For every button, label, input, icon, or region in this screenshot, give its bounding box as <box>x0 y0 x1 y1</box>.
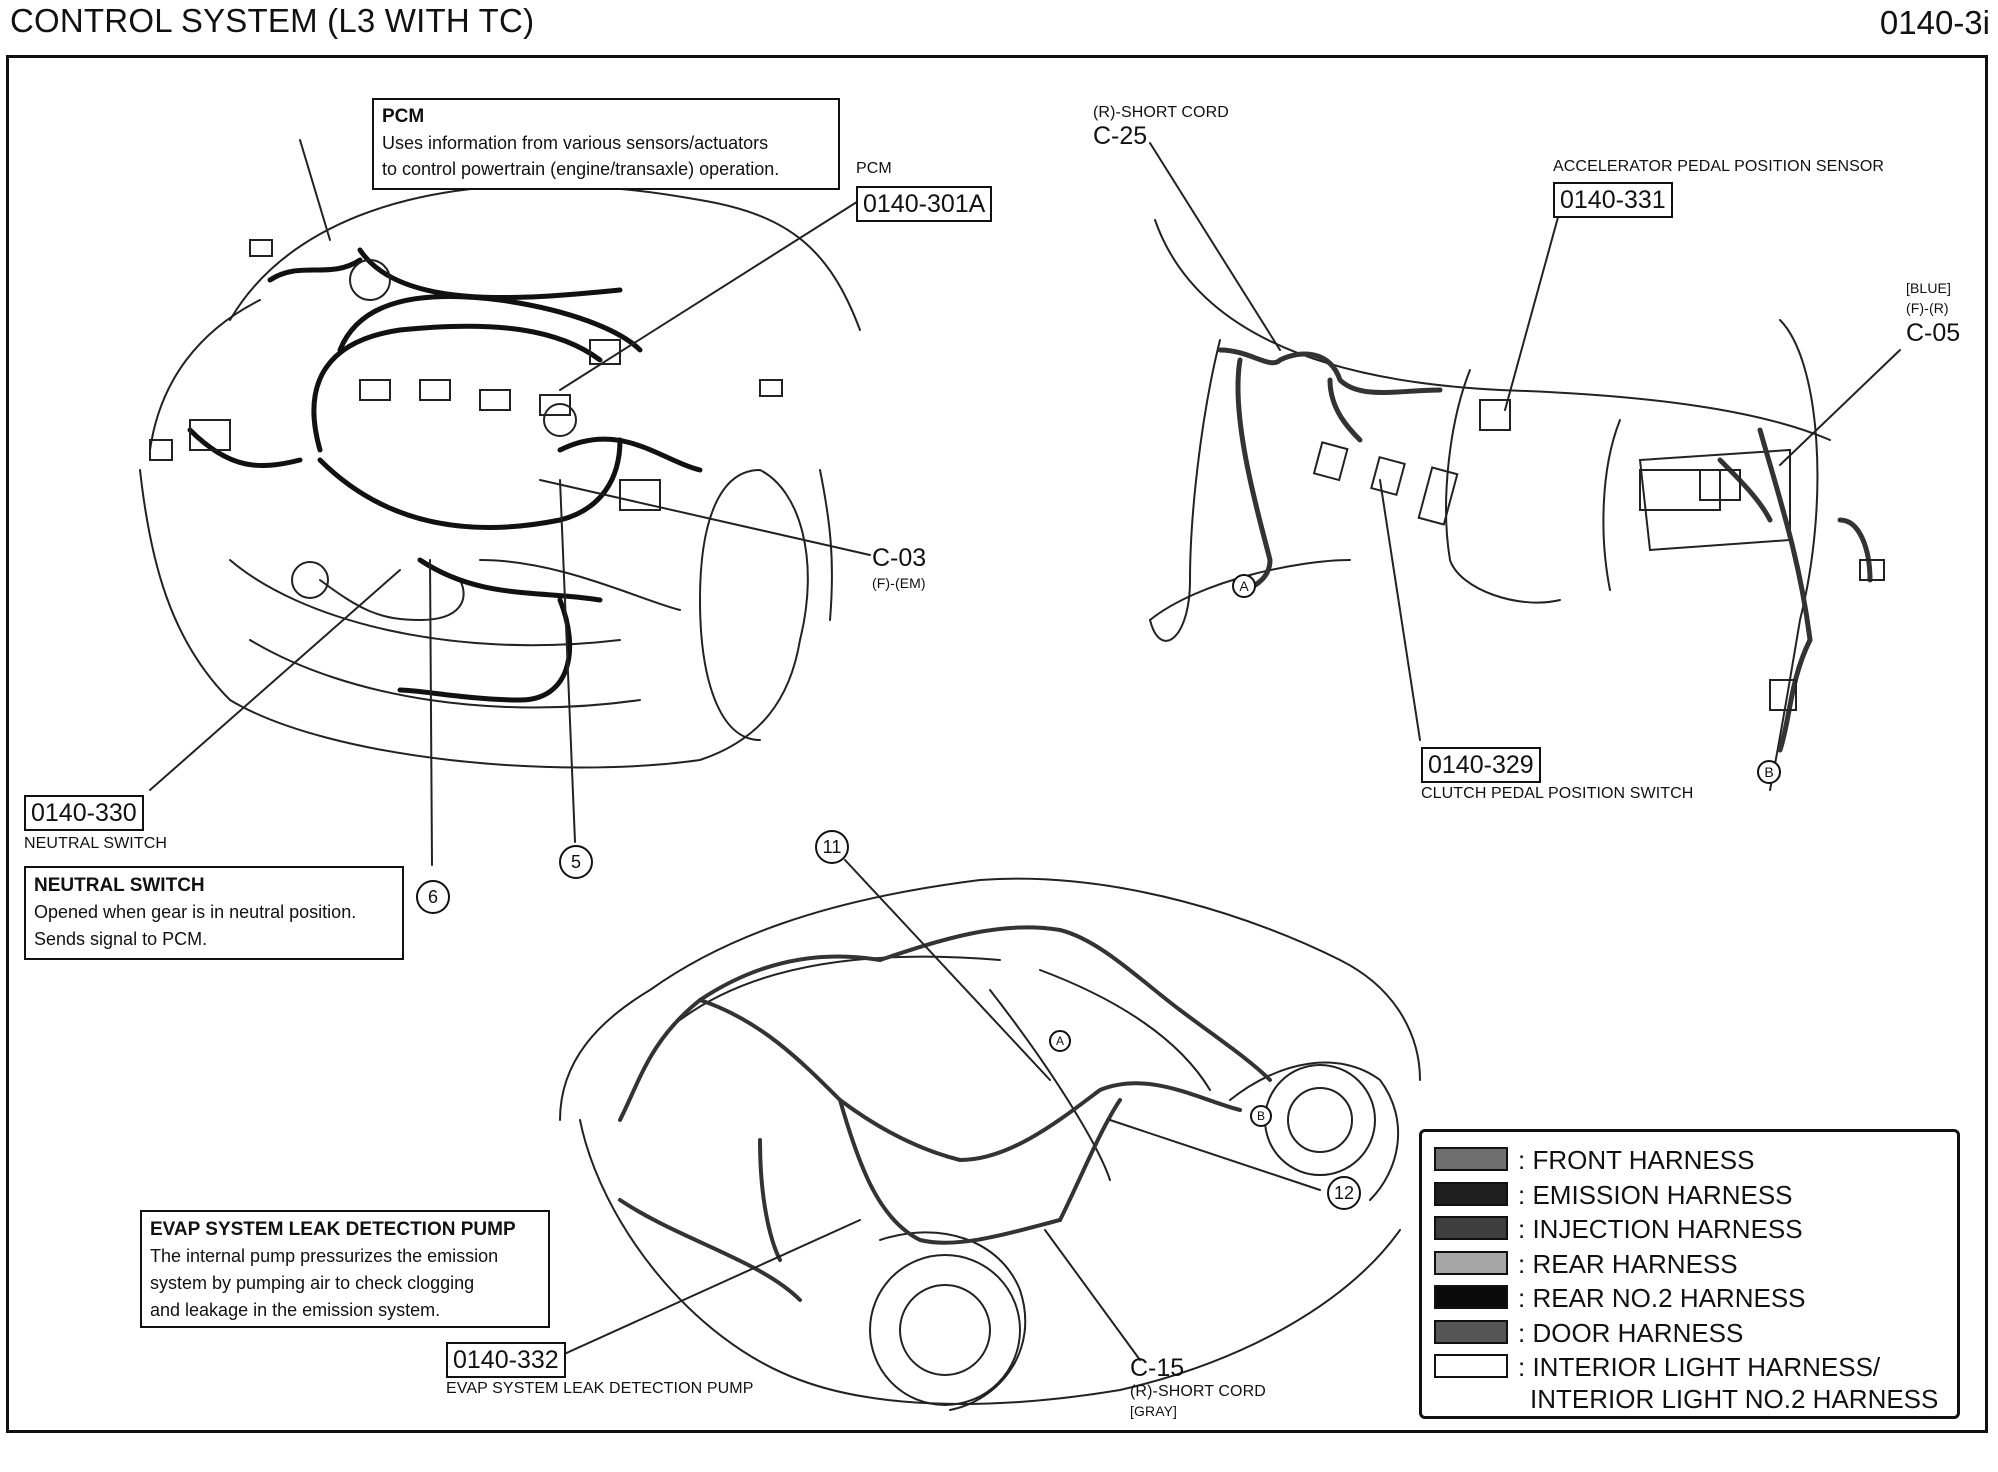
legend-swatch <box>1434 1319 1508 1344</box>
interior-parts <box>1312 399 1885 711</box>
page-title: CONTROL SYSTEM (L3 WITH TC) <box>10 2 535 39</box>
connector-c15-sub: (R)-SHORT CORD <box>1130 1383 1266 1400</box>
connector-c05-sub: (F)-(R) <box>1906 300 1949 316</box>
connector-c25-id: C-25 <box>1093 122 1148 150</box>
marker-5: 5 <box>559 845 593 879</box>
diagram-frame <box>6 55 1988 1433</box>
pcm-ref-label: PCM <box>856 160 892 177</box>
marker-12: 12 <box>1327 1176 1361 1210</box>
legend-item-emission: : EMISSION HARNESS <box>1434 1179 1947 1214</box>
engine-harness <box>187 247 703 703</box>
pcm-ref-code[interactable]: 0140-301A <box>856 186 993 222</box>
leader-lines-rear <box>539 859 1321 1366</box>
legend-item-door: : DOOR HARNESS <box>1434 1317 1947 1352</box>
legend-swatch <box>1434 1354 1508 1378</box>
legend-label-line-2: INTERIOR LIGHT NO.2 HARNESS <box>1530 1384 1939 1414</box>
engine-bay-outline <box>139 139 861 769</box>
rear-car-outline <box>559 877 1421 1411</box>
evap-pump-callout-line-2: system by pumping air to check clogging <box>150 1273 475 1293</box>
neutral-switch-callout-heading: NEUTRAL SWITCH <box>34 875 205 896</box>
rear-harness <box>618 925 1272 1302</box>
legend-item-rear-no2: : REAR NO.2 HARNESS <box>1434 1282 1947 1317</box>
marker-a-rear: A <box>1049 1030 1071 1052</box>
legend-item-interior-light: : INTERIOR LIGHT HARNESS/ INTERIOR LIGHT… <box>1434 1351 1947 1415</box>
connector-c15-color: [GRAY] <box>1130 1403 1178 1419</box>
legend-label: : INTERIOR LIGHT HARNESS/ INTERIOR LIGHT… <box>1518 1351 1938 1415</box>
connector-c25-top: (R)-SHORT CORD <box>1093 104 1229 121</box>
evap-pump-callout-line-3: and leakage in the emission system. <box>150 1300 441 1320</box>
connector-c15-id: C-15 <box>1130 1354 1185 1382</box>
legend-item-injection: : INJECTION HARNESS <box>1434 1213 1947 1248</box>
evap-pump-ref-label: EVAP SYSTEM LEAK DETECTION PUMP <box>446 1380 754 1397</box>
evap-pump-ref-code[interactable]: 0140-332 <box>446 1342 566 1378</box>
engine-parts <box>149 239 783 599</box>
neutral-switch-callout-line-1: Opened when gear is in neutral position. <box>34 902 357 922</box>
legend-swatch <box>1434 1181 1508 1206</box>
clutch-switch-ref-code[interactable]: 0140-329 <box>1421 747 1541 783</box>
connector-c05-id: C-05 <box>1906 319 1961 347</box>
evap-pump-callout-heading: EVAP SYSTEM LEAK DETECTION PUMP <box>150 1219 516 1240</box>
leader-lines-interior <box>1149 142 1901 741</box>
neutral-switch-ref-label: NEUTRAL SWITCH <box>24 835 168 852</box>
legend-label: : INJECTION HARNESS <box>1518 1214 1803 1244</box>
evap-pump-callout-line-1: The internal pump pressurizes the emissi… <box>150 1246 499 1266</box>
page-code: 0140-3i <box>1879 4 1990 41</box>
accel-sensor-ref-code[interactable]: 0140-331 <box>1553 182 1673 218</box>
accel-sensor-ref-label: ACCELERATOR PEDAL POSITION SENSOR <box>1553 158 1885 175</box>
connector-c03-id: C-03 <box>872 544 927 572</box>
neutral-switch-callout-line-2: Sends signal to PCM. <box>34 929 208 949</box>
pcm-callout-heading: PCM <box>382 106 425 127</box>
marker-b-rear: B <box>1250 1105 1272 1127</box>
legend-label: : REAR HARNESS <box>1518 1248 1738 1279</box>
legend-label-line-1: : INTERIOR LIGHT HARNESS/ <box>1518 1352 1881 1382</box>
marker-b-interior: B <box>1757 760 1781 784</box>
legend-label: : DOOR HARNESS <box>1518 1317 1744 1348</box>
legend-swatch <box>1434 1250 1508 1275</box>
legend-label: : FRONT HARNESS <box>1518 1145 1755 1175</box>
legend-item-front: : FRONT HARNESS <box>1434 1144 1947 1179</box>
pcm-callout-line-2: to control powertrain (engine/transaxle)… <box>382 159 780 179</box>
connector-c05-color: [BLUE] <box>1906 280 1951 296</box>
clutch-switch-ref-label: CLUTCH PEDAL POSITION SWITCH <box>1421 785 1694 802</box>
legend-label: : REAR NO.2 HARNESS <box>1518 1283 1806 1313</box>
legend-label: : EMISSION HARNESS <box>1518 1179 1793 1210</box>
legend-swatch <box>1434 1147 1508 1171</box>
connector-c03-sub: (F)-(EM) <box>872 575 926 591</box>
legend-item-rear: : REAR HARNESS <box>1434 1248 1947 1283</box>
legend-swatch <box>1434 1285 1508 1309</box>
pcm-callout: PCM Uses information from various sensor… <box>372 98 840 190</box>
pcm-callout-line-1: Uses information from various sensors/ac… <box>382 133 769 153</box>
evap-pump-callout: EVAP SYSTEM LEAK DETECTION PUMP The inte… <box>140 1210 550 1328</box>
neutral-switch-callout: NEUTRAL SWITCH Opened when gear is in ne… <box>24 866 404 960</box>
interior-harness <box>1217 347 1873 753</box>
marker-11: 11 <box>815 830 849 864</box>
legend-swatch <box>1434 1216 1508 1240</box>
leader-lines-engine <box>149 199 871 866</box>
marker-6: 6 <box>416 880 450 914</box>
marker-a-interior: A <box>1232 574 1256 598</box>
harness-legend: : FRONT HARNESS : EMISSION HARNESS : INJ… <box>1419 1129 1960 1419</box>
neutral-switch-ref-code[interactable]: 0140-330 <box>24 795 144 831</box>
